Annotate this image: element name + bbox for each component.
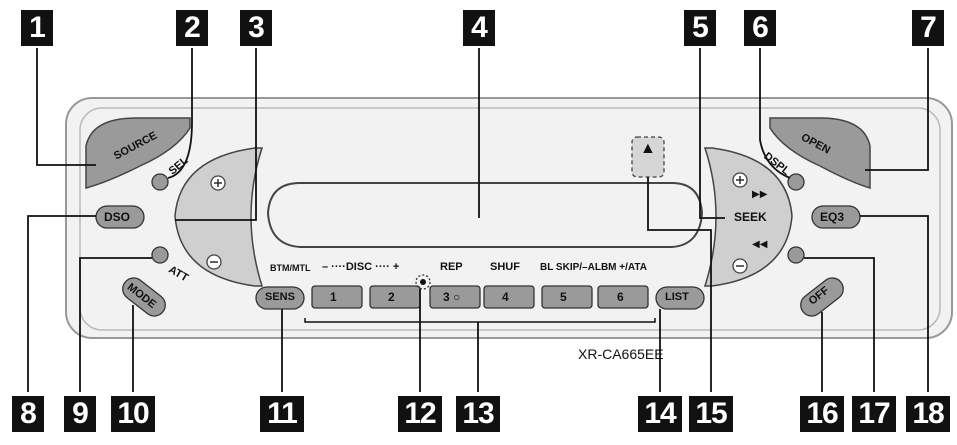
callout-2: 2 <box>176 10 208 46</box>
callout-11: 11 <box>260 396 304 432</box>
seek-label[interactable]: SEEK <box>734 210 767 224</box>
dso-button[interactable]: DSO <box>104 210 131 224</box>
callout-4: 4 <box>463 10 495 46</box>
callout-8: 8 <box>12 396 44 432</box>
callout-9: 9 <box>64 396 96 432</box>
callout-18: 18 <box>906 396 950 432</box>
btm-mtl-label: BTM/MTL <box>270 263 311 273</box>
shuf-label: SHUF <box>490 261 520 273</box>
seek-rocker <box>703 147 793 287</box>
callout-1: 1 <box>21 10 53 46</box>
eq3-button[interactable]: EQ3 <box>820 210 845 224</box>
svg-text:◀◀: ◀◀ <box>752 239 768 250</box>
preset-2-button[interactable]: 2 <box>388 290 395 304</box>
disc-label: – ····DISC ···· + <box>322 261 400 273</box>
callout-13: 13 <box>456 396 500 432</box>
callout-15: 15 <box>689 396 733 432</box>
rep-label: REP <box>440 261 463 273</box>
display-window <box>266 182 704 248</box>
callout-3: 3 <box>240 10 272 46</box>
preset-6-button[interactable]: 6 <box>617 290 624 304</box>
leader-lines <box>27 48 929 392</box>
sens-button[interactable]: SENS <box>265 291 295 303</box>
volume-rocker <box>174 147 264 287</box>
preset-buttons <box>311 285 649 309</box>
source-button-shape <box>85 117 191 189</box>
eject-icon[interactable]: ▲ <box>640 140 656 157</box>
callout-14: 14 <box>638 396 682 432</box>
callout-10: 10 <box>111 396 155 432</box>
callout-6: 6 <box>744 10 776 46</box>
preset-5-button[interactable]: 5 <box>560 290 567 304</box>
preset-4-button[interactable]: 4 <box>502 290 509 304</box>
svg-text:▶▶: ▶▶ <box>752 189 768 200</box>
callout-16: 16 <box>800 396 844 432</box>
open-button-shape <box>769 117 871 190</box>
preset-3-button[interactable]: 3 ○ <box>443 290 461 304</box>
list-button[interactable]: LIST <box>665 291 689 303</box>
bl-skip-label: BL SKIP/–ALBM +/ATA <box>540 262 647 273</box>
preset-1-button[interactable]: 1 <box>330 290 337 304</box>
model-number: XR-CA665EE <box>578 346 664 362</box>
callout-7: 7 <box>912 10 944 46</box>
callout-12: 12 <box>398 396 442 432</box>
callout-5: 5 <box>684 10 716 46</box>
callout-17: 17 <box>852 396 896 432</box>
